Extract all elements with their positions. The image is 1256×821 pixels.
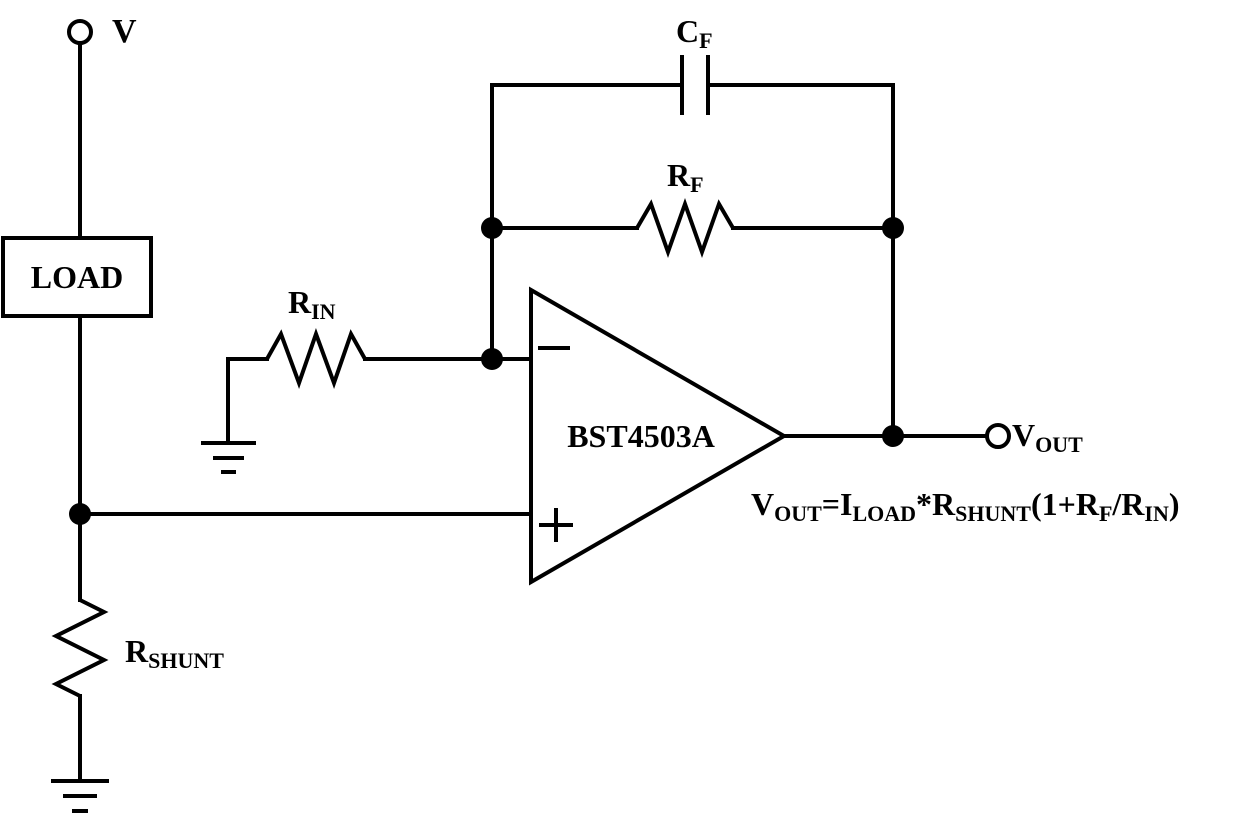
- supply-label: V: [112, 13, 137, 50]
- rf-label: RF: [667, 157, 704, 197]
- ground-symbol-shunt: [51, 779, 109, 813]
- rin-resistor: [265, 328, 367, 389]
- rf-resistor: [635, 198, 735, 258]
- output-node-dot: [882, 425, 904, 447]
- rin-label: RIN: [288, 284, 336, 324]
- vout-label: VOUT: [1012, 417, 1083, 457]
- output-terminal: [985, 423, 1011, 449]
- rshunt-label: RSHUNT: [125, 633, 224, 673]
- cf-label: CF: [676, 13, 713, 53]
- opamp-label: BST4503A: [567, 418, 715, 454]
- feedback-node-left-dot: [481, 217, 503, 239]
- rshunt-resistor: [51, 598, 109, 698]
- supply-terminal: [67, 19, 93, 45]
- ground-symbol-rin: [201, 441, 256, 474]
- load-label: LOAD: [31, 259, 123, 295]
- load-box: [1, 236, 153, 318]
- opamp-triangle: [529, 286, 789, 586]
- gain-formula: VOUT=ILOAD*RSHUNT(1+RF/RIN): [751, 486, 1180, 526]
